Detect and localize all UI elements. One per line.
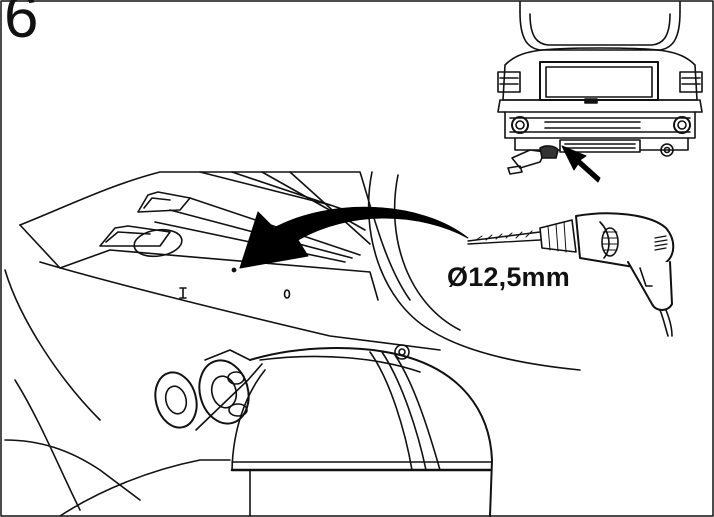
curved-arrow-icon [239, 206, 469, 269]
drill-diameter-label: Ø12,5mm [447, 262, 570, 292]
car-underbody-illustration [4, 171, 581, 517]
power-drill-icon [467, 212, 675, 337]
muffler [230, 344, 493, 517]
pointer-arrow-icon [561, 145, 601, 183]
step-number: 6 [4, 0, 39, 51]
car-rear-view-inset [497, 1, 703, 183]
exhaust-hangers [154, 349, 263, 431]
